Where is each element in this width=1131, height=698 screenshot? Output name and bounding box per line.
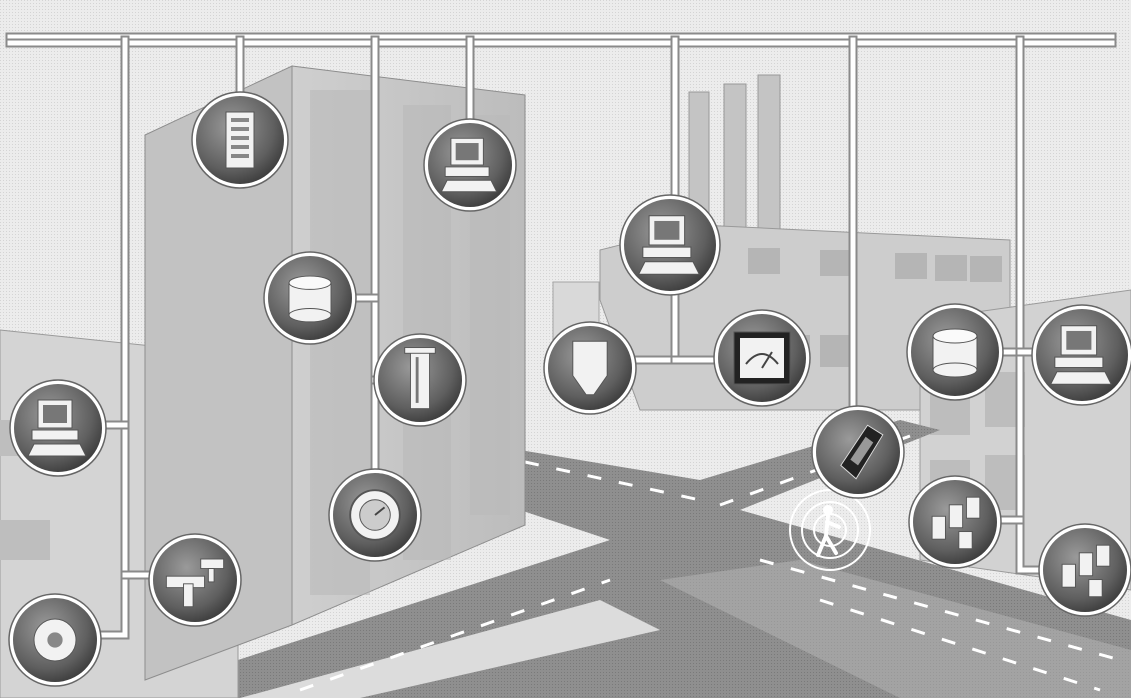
network-node [1039,524,1131,616]
valve-gauge-icon [350,490,400,540]
network-node [192,92,288,188]
factory-window [820,250,852,276]
network-node [9,594,101,686]
server-tower-icon [226,112,254,168]
factory-window [748,248,780,274]
pump-icon [34,619,76,661]
network-node [907,304,1003,400]
network-node [714,310,810,406]
factory-window [935,255,967,281]
database-cylinder-icon [933,329,977,377]
network-node [424,119,516,211]
network-node [620,195,720,295]
panel-meter-icon [734,332,790,384]
network-node [264,252,356,344]
factory-window [970,256,1002,282]
smokestack [724,84,746,244]
factory-window [820,335,850,367]
network-node [10,380,106,476]
network-node [329,469,421,561]
network-node [149,534,241,626]
smokestack [758,75,780,245]
network-node [1032,305,1131,405]
network-node [812,406,904,498]
network-node [544,322,636,414]
network-node [374,334,466,426]
database-cylinder-icon [289,276,331,322]
factory-window [895,253,927,279]
network-node [909,476,1001,568]
